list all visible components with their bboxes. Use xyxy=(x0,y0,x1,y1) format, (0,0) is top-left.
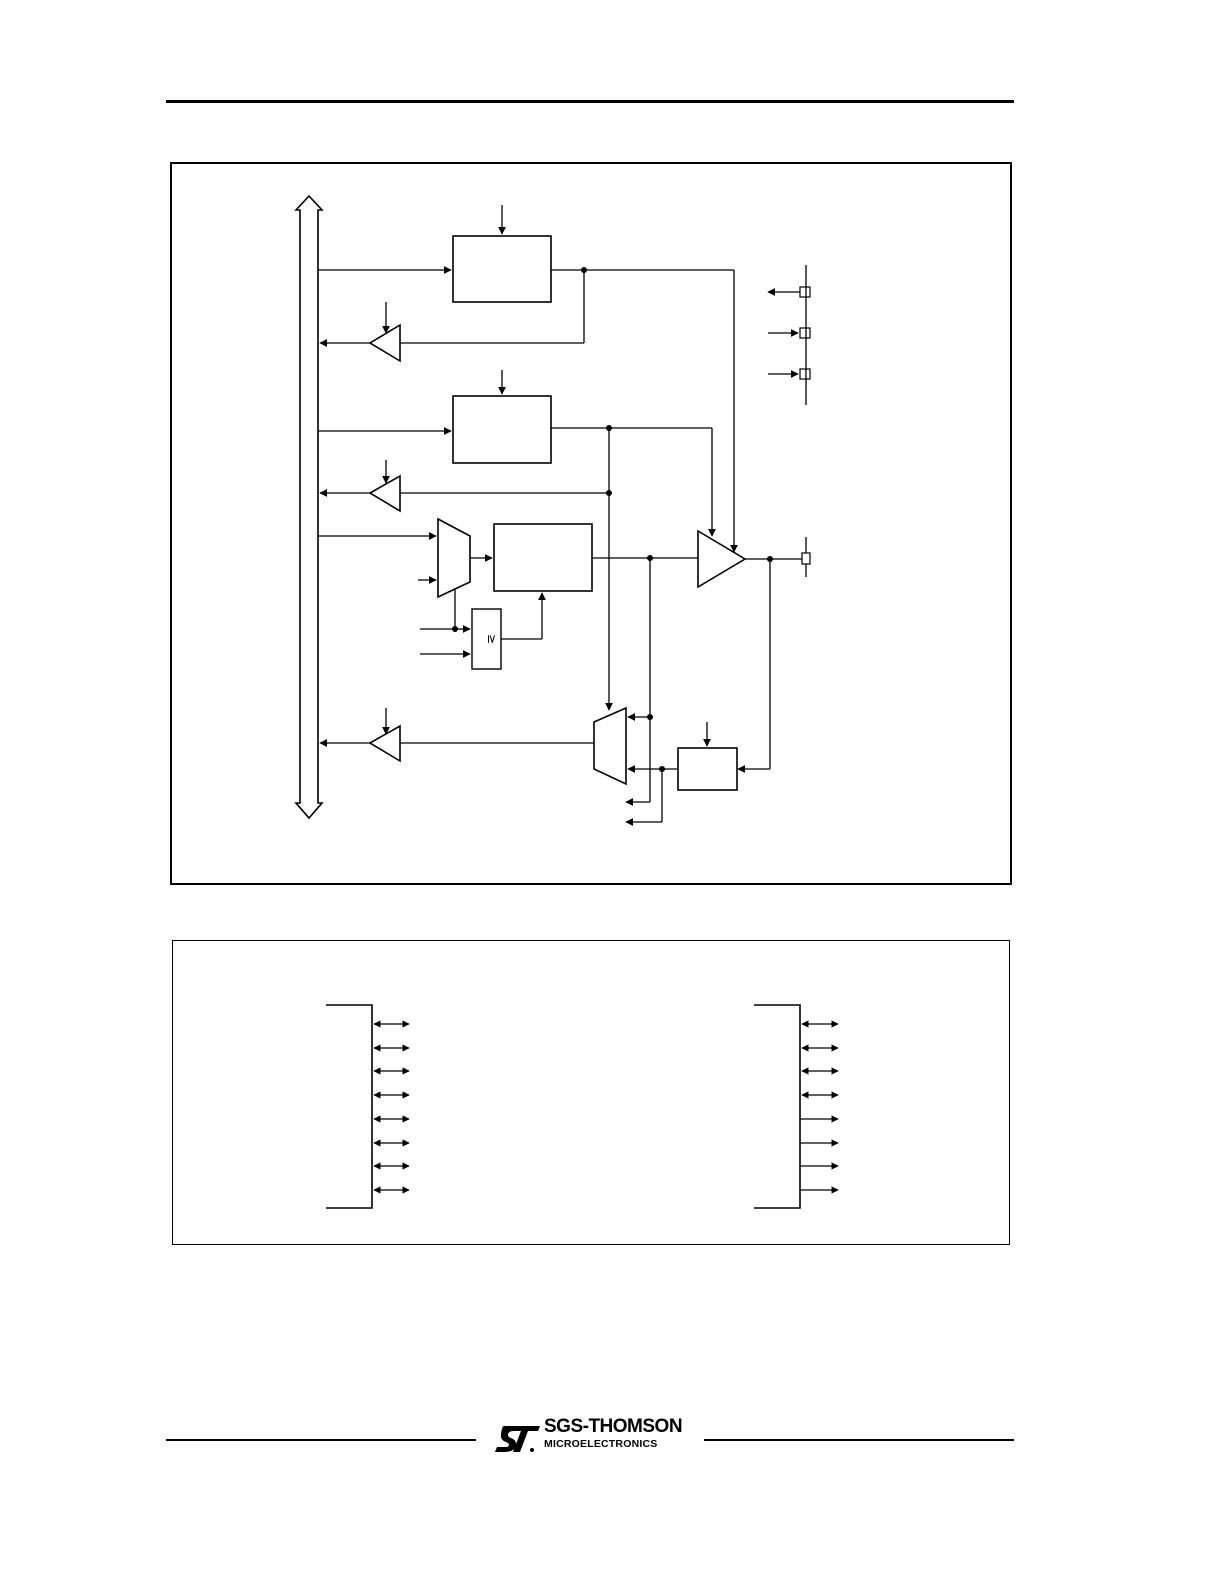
port-right-bracket xyxy=(754,1004,801,1209)
mux-2 xyxy=(593,706,627,786)
buffer-3 xyxy=(368,724,401,763)
pin-b xyxy=(799,327,811,339)
pin-c xyxy=(799,368,811,380)
mux-1 xyxy=(437,517,471,599)
timer-block xyxy=(493,523,593,592)
junction-dot xyxy=(647,714,653,720)
register-1 xyxy=(452,235,552,303)
junction-dot xyxy=(606,425,612,431)
capture-register xyxy=(677,747,738,791)
buffer-2 xyxy=(368,474,401,513)
footer-rule-right xyxy=(704,1439,1014,1441)
header-rule xyxy=(166,100,1014,103)
comparator-symbol: ≥ xyxy=(485,634,499,644)
pin-diagram-frame xyxy=(172,940,1010,1245)
data-bus xyxy=(294,194,324,820)
buffer-1 xyxy=(368,323,401,363)
brand-name: SGS-THOMSON xyxy=(544,1416,683,1437)
pin-a xyxy=(799,286,811,298)
junction-dot xyxy=(452,626,458,632)
junction-dot xyxy=(767,556,773,562)
junction-dot xyxy=(581,267,587,273)
junction-dot xyxy=(659,766,665,772)
output-driver xyxy=(697,529,747,589)
brand-subtitle: MICROELECTRONICS xyxy=(544,1438,658,1450)
block-diagram-frame xyxy=(170,162,1012,885)
output-pin xyxy=(801,552,811,565)
footer-rule-left xyxy=(166,1439,476,1441)
register-2 xyxy=(452,395,552,464)
port-left-bracket xyxy=(326,1004,373,1209)
junction-dot xyxy=(606,490,612,496)
company-logo: SGS-THOMSON MICROELECTRONICS xyxy=(492,1416,692,1454)
junction-dot xyxy=(647,555,653,561)
st-logo-icon xyxy=(495,1426,540,1452)
